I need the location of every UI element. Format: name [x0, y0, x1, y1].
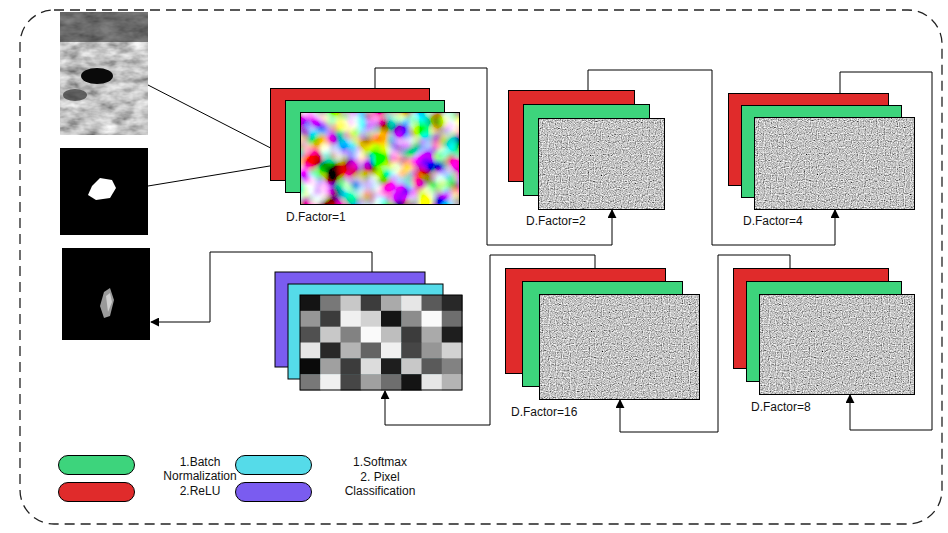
- legend-text: 1.Softmax: [330, 455, 430, 469]
- feature-map: [539, 294, 700, 400]
- mask-image: [60, 148, 148, 235]
- feature-map: [759, 294, 915, 395]
- dilation-label: D.Factor=2: [525, 214, 587, 228]
- feature-map-stack: [728, 93, 915, 210]
- connector-line: [151, 252, 372, 322]
- dilation-label: D.Factor=1: [285, 210, 347, 224]
- feature-map: [538, 118, 665, 210]
- dashed-frame: [20, 10, 942, 524]
- ultrasound-image: [60, 12, 148, 135]
- feature-map: [754, 117, 915, 210]
- feature-map-stack: [505, 268, 700, 400]
- feature-map-stack: [270, 88, 460, 205]
- legend-swatch: [235, 482, 312, 502]
- legend-swatch: [58, 482, 135, 502]
- feature-map-stack: [508, 90, 665, 210]
- output-image: [62, 248, 150, 340]
- feature-map: [300, 112, 460, 205]
- dilation-label: D.Factor=8: [750, 400, 812, 414]
- legend-swatch: [235, 455, 312, 475]
- legend-swatch: [58, 455, 135, 475]
- classification-stack: [275, 272, 463, 391]
- dilation-label: D.Factor=4: [742, 214, 804, 228]
- legend-text: 2. Pixel Classification: [330, 470, 430, 498]
- feature-map-stack: [733, 268, 915, 395]
- dilation-label: D.Factor=16: [510, 405, 578, 419]
